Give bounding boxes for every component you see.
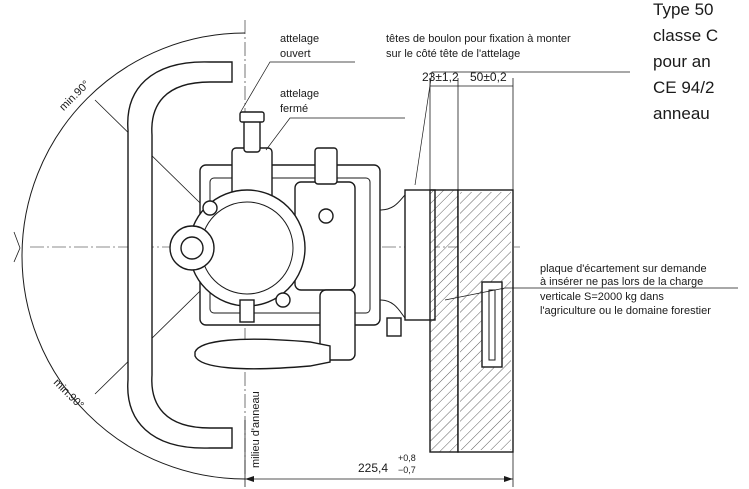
label-dim-50: 50±0,2 <box>470 70 507 84</box>
label-spacer-4: l'agriculture ou le domaine forestier <box>540 305 711 317</box>
side-text-line2: classe C <box>653 26 718 45</box>
label-angle-bottom: min.90° <box>51 377 86 412</box>
towing-ring-outer <box>127 61 233 449</box>
mounting-slot <box>481 281 503 368</box>
bolt-upper <box>202 200 218 216</box>
side-pivot-hole <box>180 236 204 260</box>
label-spacer-1: plaque d'écartement sur demande <box>540 263 707 275</box>
cover-bolt <box>318 208 334 224</box>
leader-closed <box>265 117 405 151</box>
leader-bolt-heads <box>414 71 630 186</box>
label-bolt-heads-1: têtes de boulon pour fixation à monter <box>386 33 571 45</box>
latch-pin-head <box>239 111 265 123</box>
label-coupling-open-1: attelage <box>280 33 319 45</box>
latch-pin <box>243 119 261 153</box>
bottom-boss <box>319 289 356 361</box>
label-coupling-open-2: ouvert <box>280 48 311 60</box>
label-coupling-closed-1: attelage <box>280 88 319 100</box>
swing-arc <box>21 32 246 480</box>
neck-to-flange <box>379 194 406 319</box>
side-text-line5: anneau <box>653 104 710 123</box>
release-handle <box>194 338 331 370</box>
dim225-arrow-right <box>504 476 513 482</box>
label-ring-center: milieu d'anneau <box>250 391 262 468</box>
label-bolt-heads-2: sur le côté tête de l'attelage <box>386 48 520 60</box>
label-spacer-3: verticale S=2000 kg dans <box>540 291 664 303</box>
dim225-arrow-left <box>245 476 254 482</box>
leader-spacer <box>444 287 738 301</box>
label-coupling-closed-2: fermé <box>280 103 308 115</box>
spacer-plate <box>429 189 459 453</box>
leader-open <box>239 61 355 114</box>
label-dim-225-lower: −0,7 <box>398 465 416 475</box>
label-angle-top: min.90° <box>57 78 92 113</box>
label-spacer-2: à insérer ne pas lors de la charge <box>540 276 703 288</box>
side-text-line1: Type 50 <box>653 0 714 19</box>
angle-arrow-bottom <box>13 247 21 263</box>
side-text-line4: CE 94/2 <box>653 78 714 97</box>
mounting-slot-inner <box>488 289 496 361</box>
bottom-pin <box>239 299 255 323</box>
label-dim-225: 225,4 <box>358 461 388 475</box>
bolt-lower <box>275 292 291 308</box>
flange-screw <box>386 317 402 337</box>
side-text-line3: pour an <box>653 52 711 71</box>
label-dim-23: 23±1,2 <box>422 70 459 84</box>
label-dim-225-upper: +0,8 <box>398 453 416 463</box>
angle-arrow-top <box>13 231 21 249</box>
cover-top-nut <box>314 147 338 185</box>
